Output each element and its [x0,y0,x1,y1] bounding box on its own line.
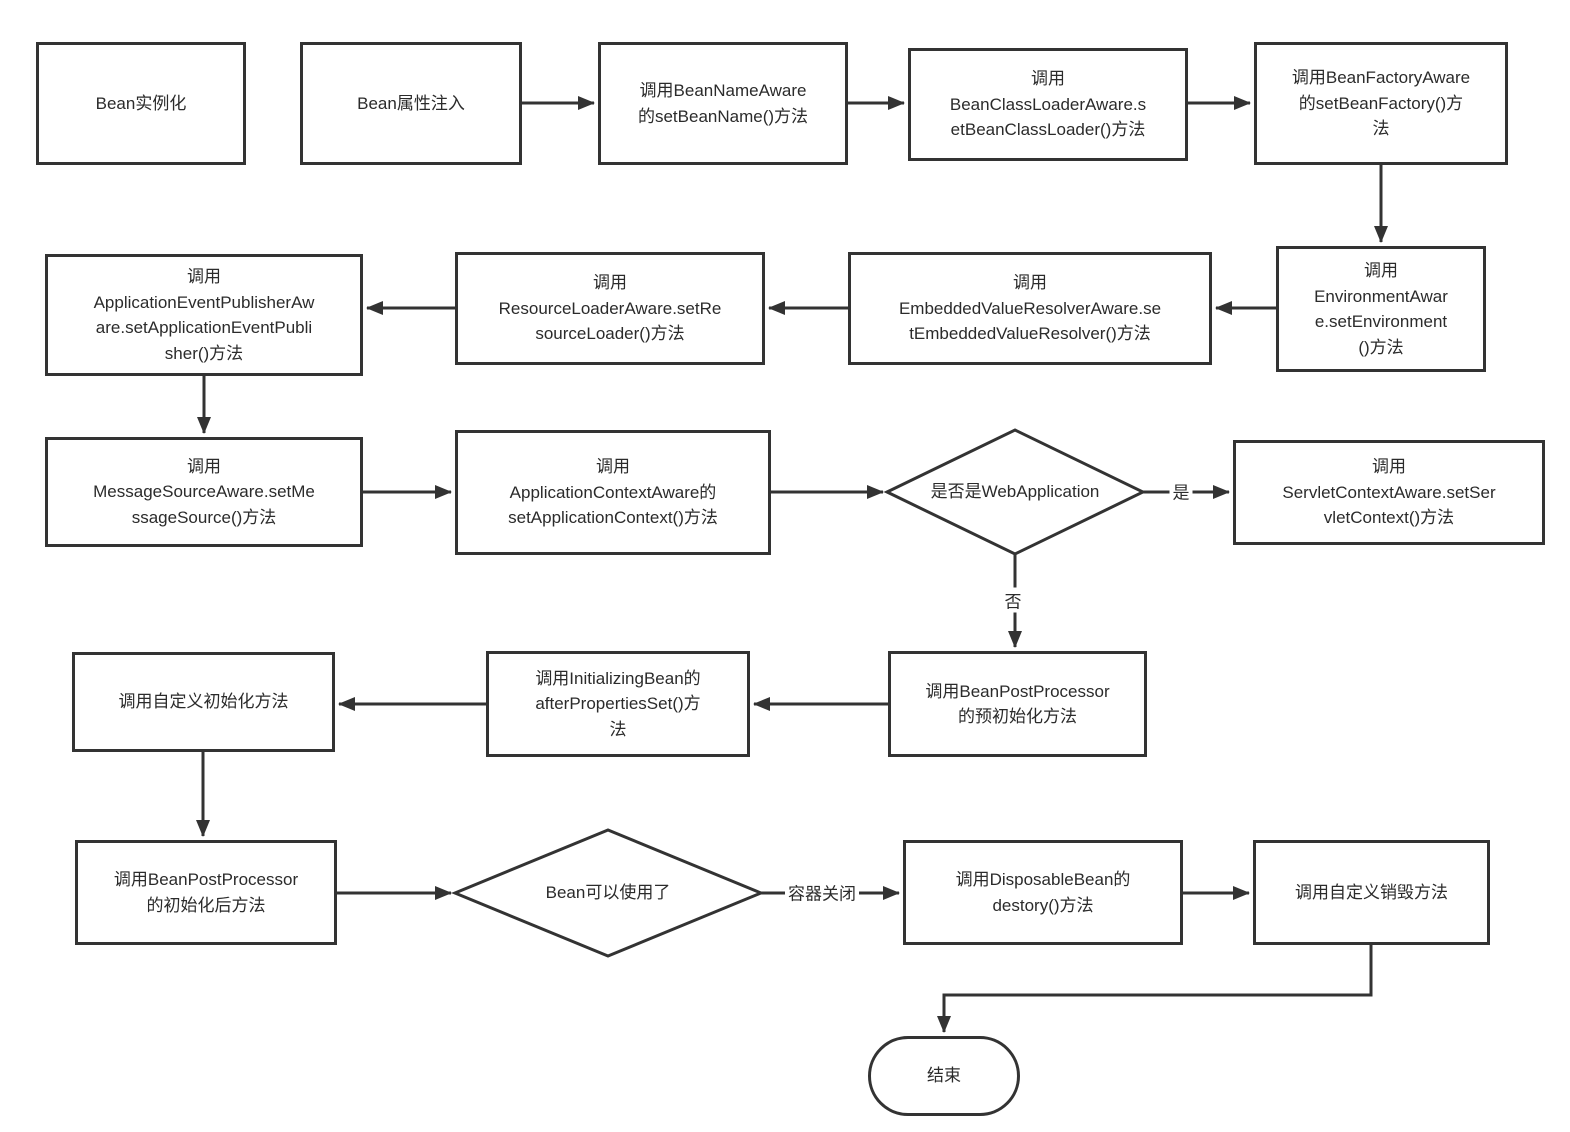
node-disposable-bean: 调用DisposableBean的 destory()方法 [903,840,1183,945]
node-message-source-aware: 调用 MessageSourceAware.setMe ssageSource(… [45,437,363,547]
edge-label-container-close: 容器关闭 [785,879,859,905]
node-environment-aware: 调用 EnvironmentAwar e.setEnvironment ()方法 [1276,246,1486,372]
node-end-terminal: 结束 [868,1036,1020,1116]
node-initializing-bean: 调用InitializingBean的 afterPropertiesSet()… [486,651,750,757]
decision-is-web-application-label: 是否是WebApplication [930,482,1100,502]
node-bean-post-processor-pre-init: 调用BeanPostProcessor 的预初始化方法 [888,651,1147,757]
decision-bean-ready-label: Bean可以使用了 [545,883,671,903]
node-custom-init-method: 调用自定义初始化方法 [72,652,335,752]
node-bean-property-inject: Bean属性注入 [300,42,522,165]
node-application-event-publisher-aware: 调用 ApplicationEventPublisherAw are.setAp… [45,254,363,376]
node-bean-instantiate: Bean实例化 [36,42,246,165]
node-bean-name-aware: 调用BeanNameAware 的setBeanName()方法 [598,42,848,165]
node-bean-class-loader-aware: 调用 BeanClassLoaderAware.s etBeanClassLoa… [908,48,1188,161]
node-custom-destroy-method: 调用自定义销毁方法 [1253,840,1490,945]
node-servlet-context-aware: 调用 ServletContextAware.setSer vletContex… [1233,440,1545,545]
node-bean-factory-aware: 调用BeanFactoryAware 的setBeanFactory()方 法 [1254,42,1508,165]
node-resource-loader-aware: 调用 ResourceLoaderAware.setRe sourceLoade… [455,252,765,365]
node-embedded-value-resolver-aware: 调用 EmbeddedValueResolverAware.se tEmbedd… [848,252,1212,365]
edge-custom-destroy-to-end [937,945,1373,1033]
node-bean-post-processor-post-init: 调用BeanPostProcessor 的初始化后方法 [75,840,337,945]
edge-label-no: 否 [1001,587,1025,613]
edge-label-yes: 是 [1169,478,1193,504]
node-application-context-aware: 调用 ApplicationContextAware的 setApplicati… [455,430,771,555]
